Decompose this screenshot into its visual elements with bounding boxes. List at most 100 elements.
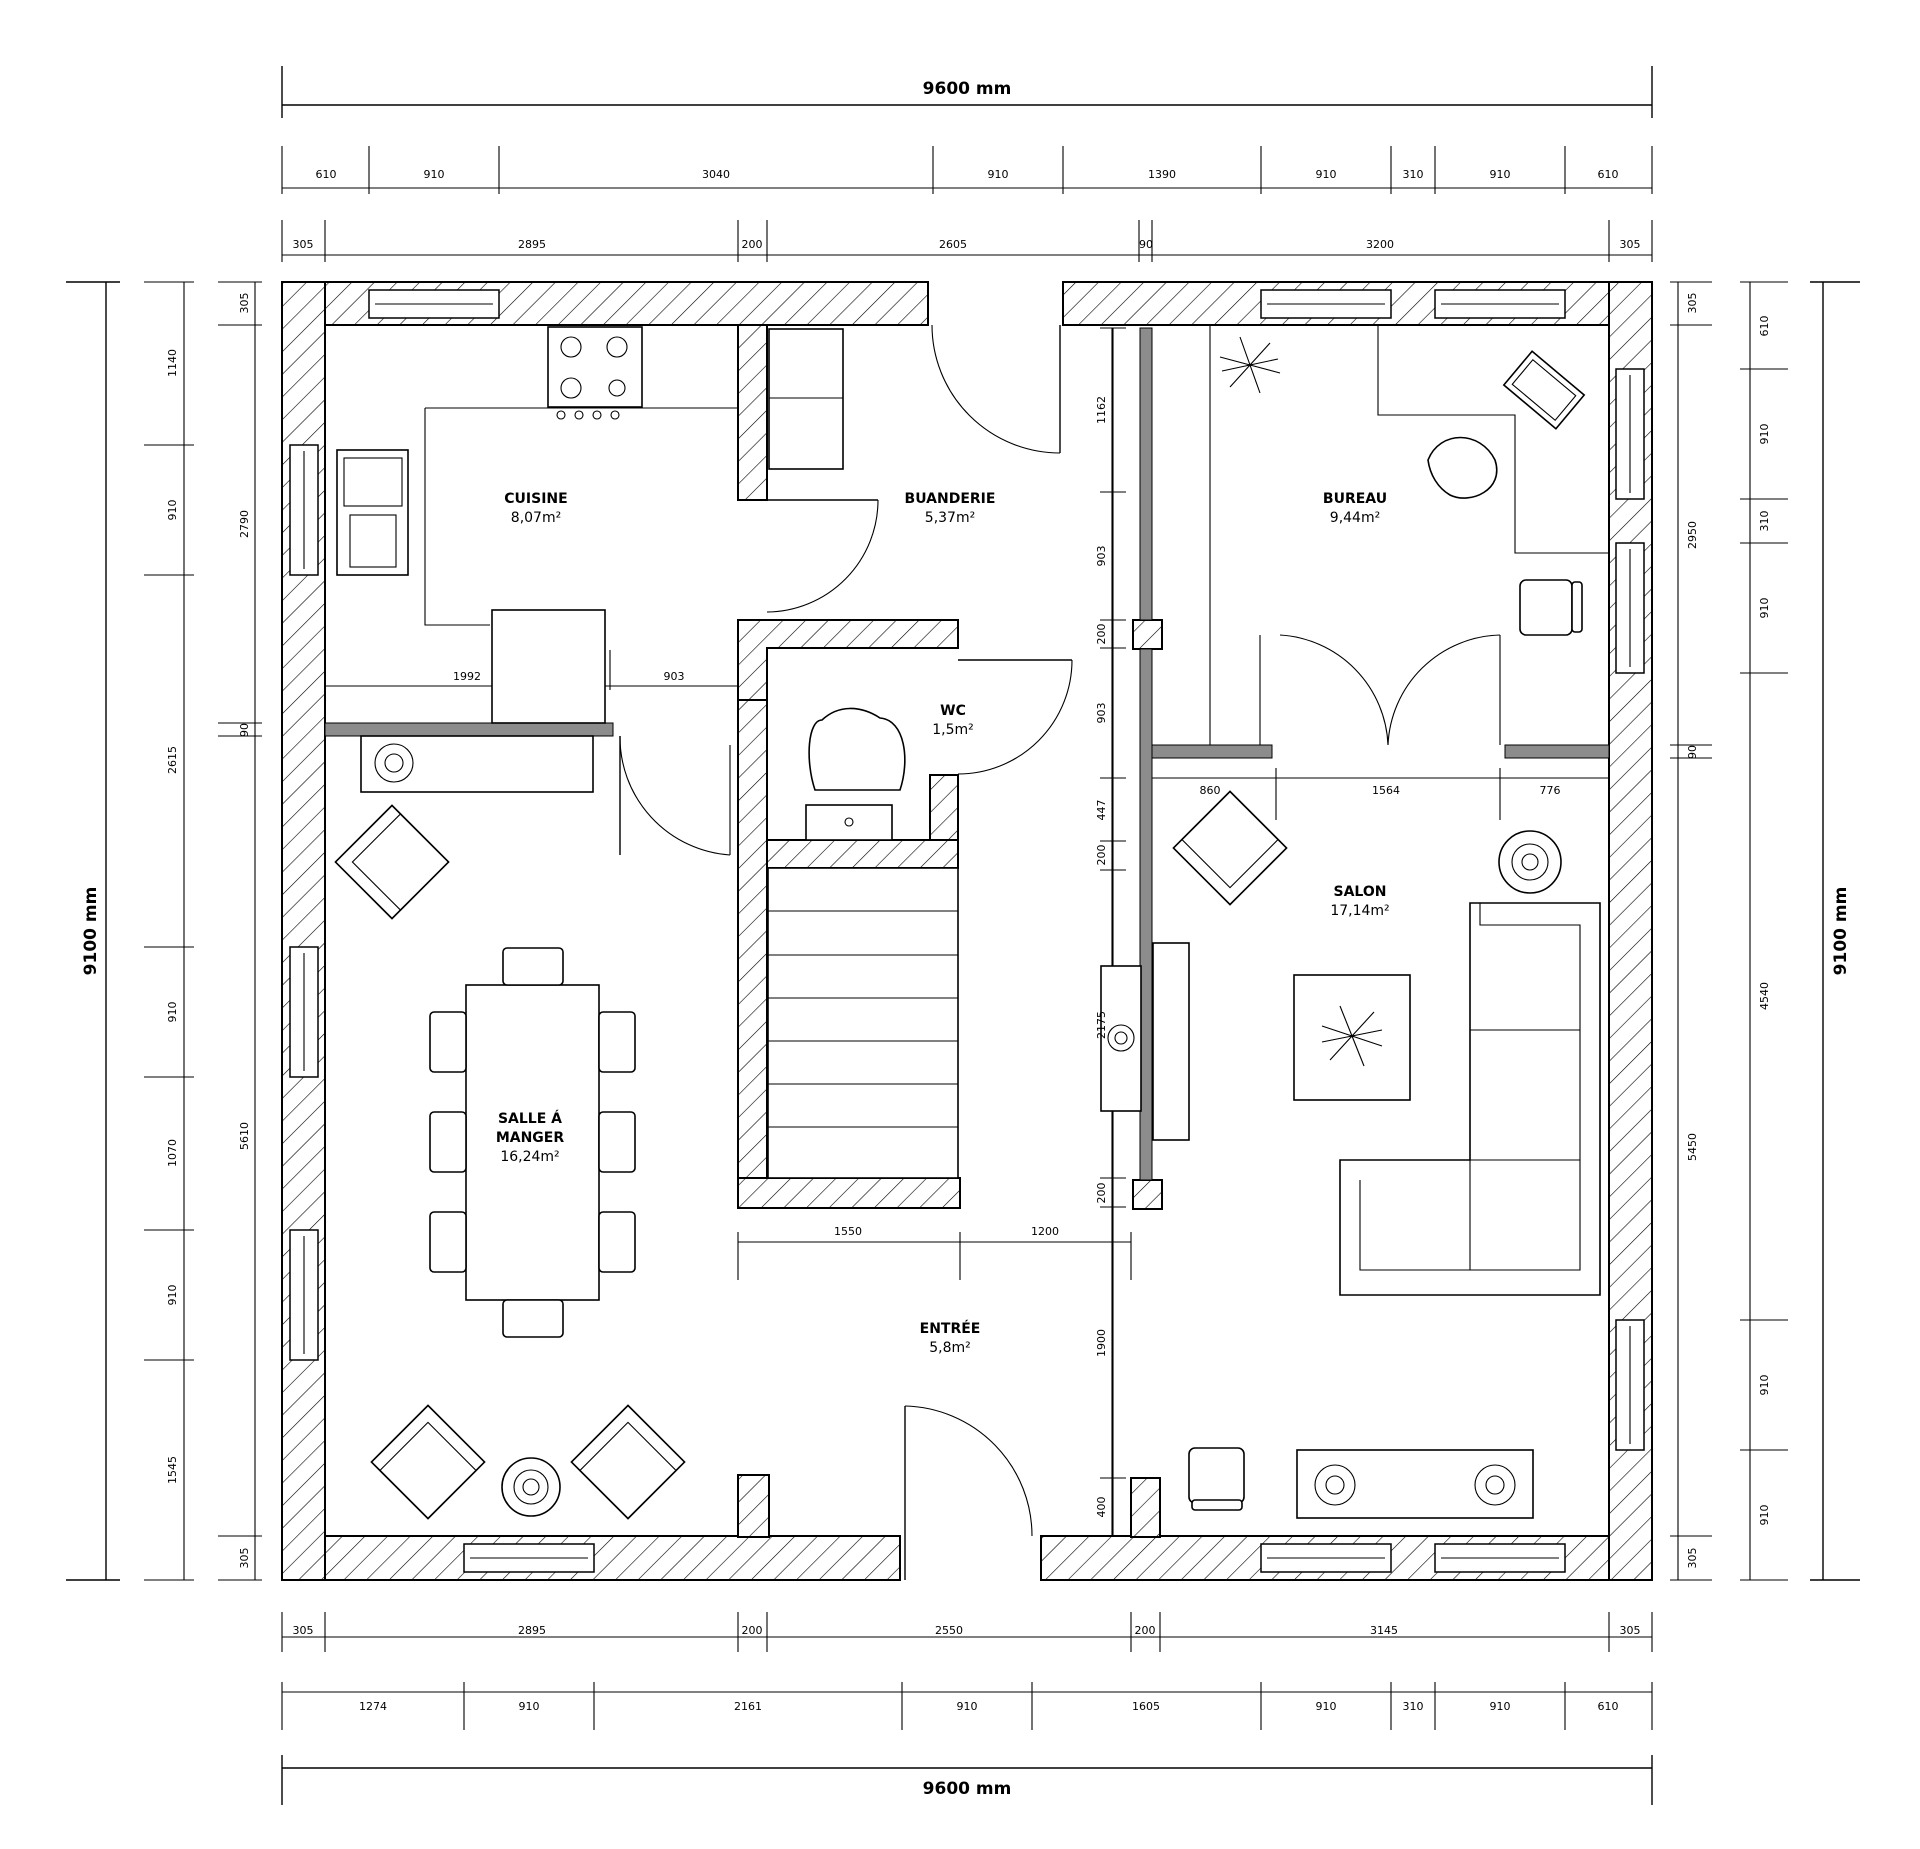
total-height-right: 9100 mm bbox=[1831, 887, 1851, 976]
dim-top-inner: 90 bbox=[1139, 238, 1153, 251]
dim-top-inner: 2895 bbox=[518, 238, 546, 251]
dim-bottom-outer: 910 bbox=[1316, 1700, 1337, 1713]
dim-bottom-outer: 910 bbox=[519, 1700, 540, 1713]
dim-bottom-inner: 2895 bbox=[518, 1624, 546, 1637]
dimension-labels: 9600 mm 9600 mm 9100 mm 9100 mm 610 910 … bbox=[81, 79, 1851, 1799]
dim-right-outer: 310 bbox=[1758, 511, 1771, 532]
interior-walls bbox=[737, 324, 1163, 1538]
dim-mid: 1162 bbox=[1095, 396, 1108, 424]
dim-right-inner: 90 bbox=[1686, 745, 1699, 759]
dim-top-inner: 200 bbox=[742, 238, 763, 251]
room-name-salle-a-manger: SALLE Á bbox=[498, 1110, 562, 1127]
staircase bbox=[767, 867, 959, 1179]
dim-bottom-outer: 2161 bbox=[734, 1700, 762, 1713]
dim-top-outer: 3040 bbox=[702, 168, 730, 181]
room-name-salon: SALON bbox=[1334, 884, 1387, 900]
dim-top-outer: 610 bbox=[316, 168, 337, 181]
dim-bottom-inner: 3145 bbox=[1370, 1624, 1398, 1637]
kitchen-fixtures bbox=[336, 326, 844, 793]
dim-left-outer: 910 bbox=[166, 500, 179, 521]
dim-bottom-inner: 200 bbox=[1135, 1624, 1156, 1637]
dim-bottom-outer: 910 bbox=[1490, 1700, 1511, 1713]
dim-right-outer: 610 bbox=[1758, 316, 1771, 337]
dim-right-outer: 4540 bbox=[1758, 982, 1771, 1010]
dim-bottom-outer: 910 bbox=[957, 1700, 978, 1713]
dim-mid: 903 bbox=[1095, 703, 1108, 724]
dim-right-outer: 910 bbox=[1758, 1375, 1771, 1396]
dim-interior: 860 bbox=[1200, 784, 1221, 797]
dim-bottom-outer: 1605 bbox=[1132, 1700, 1160, 1713]
room-area-salle-a-manger: 16,24m² bbox=[500, 1149, 559, 1165]
dim-top-inner: 305 bbox=[1620, 238, 1641, 251]
dim-left-inner: 305 bbox=[238, 293, 251, 314]
room-name-bureau: BUREAU bbox=[1323, 491, 1387, 507]
dim-left-outer: 910 bbox=[166, 1002, 179, 1023]
dim-top-inner: 305 bbox=[293, 238, 314, 251]
dim-right-outer: 910 bbox=[1758, 598, 1771, 619]
total-width-bottom: 9600 mm bbox=[923, 1779, 1012, 1799]
laptop-icon bbox=[1502, 350, 1586, 430]
dim-right-inner: 5450 bbox=[1686, 1133, 1699, 1161]
dim-interior: 1200 bbox=[1031, 1225, 1059, 1238]
dim-mid: 200 bbox=[1095, 845, 1108, 866]
dim-interior: 903 bbox=[664, 670, 685, 683]
dim-right-outer: 910 bbox=[1758, 1505, 1771, 1526]
dim-interior: 1564 bbox=[1372, 784, 1400, 797]
dim-mid: 200 bbox=[1095, 624, 1108, 645]
dim-top-outer: 910 bbox=[1490, 168, 1511, 181]
total-height-left: 9100 mm bbox=[81, 887, 101, 976]
room-area-wc: 1,5m² bbox=[932, 722, 974, 738]
room-name-cuisine: CUISINE bbox=[504, 491, 567, 507]
dim-top-outer: 610 bbox=[1598, 168, 1619, 181]
room-area-buanderie: 5,37m² bbox=[925, 510, 975, 526]
dim-right-inner: 305 bbox=[1686, 293, 1699, 314]
dim-mid: 903 bbox=[1095, 546, 1108, 567]
dim-top-inner: 3200 bbox=[1366, 238, 1394, 251]
dim-interior: 1550 bbox=[834, 1225, 862, 1238]
dim-left-outer: 1070 bbox=[166, 1139, 179, 1167]
dim-mid: 400 bbox=[1095, 1497, 1108, 1518]
dim-left-inner: 5610 bbox=[238, 1122, 251, 1150]
dim-bottom-outer: 610 bbox=[1598, 1700, 1619, 1713]
doors bbox=[619, 324, 1501, 1580]
room-area-entree: 5,8m² bbox=[929, 1340, 971, 1356]
dim-bottom-inner: 200 bbox=[742, 1624, 763, 1637]
dining-set bbox=[334, 804, 686, 1520]
dim-interior: 1992 bbox=[453, 670, 481, 683]
dim-bottom-inner: 305 bbox=[1620, 1624, 1641, 1637]
dim-bottom-inner: 305 bbox=[293, 1624, 314, 1637]
room-area-cuisine: 8,07m² bbox=[511, 510, 561, 526]
living-room-furniture bbox=[1100, 790, 1601, 1519]
room-name-entree: ENTRÉE bbox=[920, 1320, 981, 1337]
wc-fixture bbox=[805, 707, 906, 841]
total-width-top: 9600 mm bbox=[923, 79, 1012, 99]
dim-left-outer: 910 bbox=[166, 1285, 179, 1306]
dim-left-inner: 2790 bbox=[238, 510, 251, 538]
dim-mid: 200 bbox=[1095, 1183, 1108, 1204]
dim-left-outer: 1140 bbox=[166, 349, 179, 377]
partitions bbox=[324, 325, 1610, 1536]
room-name-wc: WC bbox=[940, 703, 966, 719]
dim-top-outer: 310 bbox=[1403, 168, 1424, 181]
dim-right-inner: 2950 bbox=[1686, 521, 1699, 549]
office-furniture bbox=[1219, 325, 1609, 636]
dim-bottom-inner: 2550 bbox=[935, 1624, 963, 1637]
room-area-bureau: 9,44m² bbox=[1330, 510, 1380, 526]
plant-icon bbox=[1219, 336, 1281, 394]
room-area-salon: 17,14m² bbox=[1330, 903, 1389, 919]
room-name-buanderie: BUANDERIE bbox=[905, 491, 996, 507]
room-name-salle-a-manger-2: MANGER bbox=[496, 1130, 565, 1146]
dim-top-inner: 2605 bbox=[939, 238, 967, 251]
dim-bottom-outer: 1274 bbox=[359, 1700, 387, 1713]
dim-right-inner: 305 bbox=[1686, 1548, 1699, 1569]
dim-mid: 2175 bbox=[1095, 1011, 1108, 1039]
dimension-lines bbox=[66, 66, 1860, 1805]
dim-interior: 776 bbox=[1540, 784, 1561, 797]
dim-top-outer: 1390 bbox=[1148, 168, 1176, 181]
dim-top-outer: 910 bbox=[1316, 168, 1337, 181]
dim-mid: 1900 bbox=[1095, 1329, 1108, 1357]
windows bbox=[289, 289, 1645, 1573]
dim-left-inner: 2615 bbox=[166, 746, 179, 774]
dim-top-outer: 910 bbox=[988, 168, 1009, 181]
